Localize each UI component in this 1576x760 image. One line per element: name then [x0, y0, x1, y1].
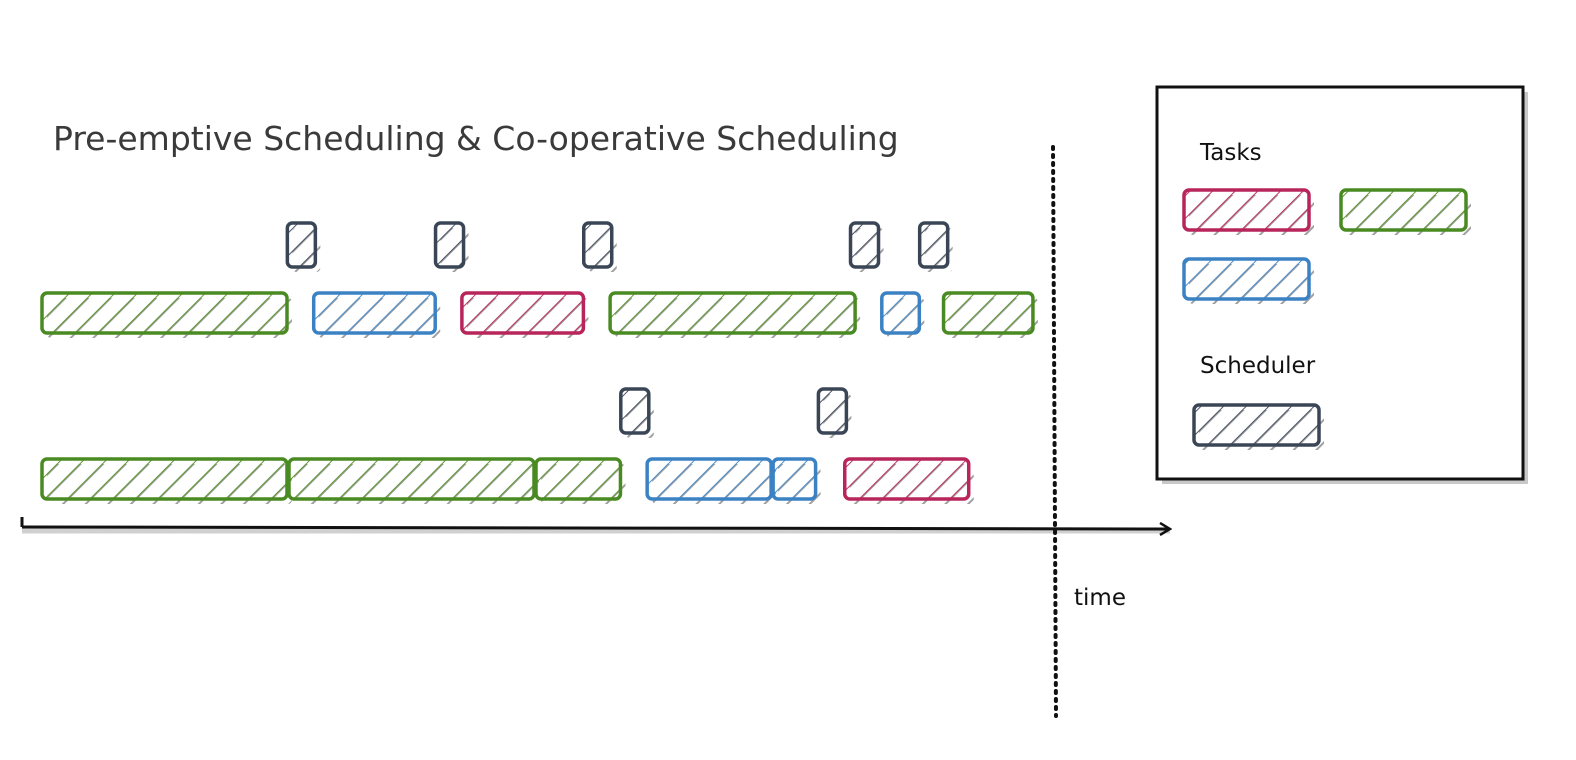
legend-red-task-swatch-body [1182, 188, 1311, 232]
diagram-title: Pre-emptive Scheduling & Co-operative Sc… [53, 119, 899, 158]
green-task-bar-body [534, 457, 623, 501]
green-task-bar-body [40, 457, 289, 501]
scheduler-block-body [285, 221, 318, 269]
green-task-bar [941, 291, 1038, 338]
scheduler-block-body [848, 221, 881, 269]
blue-task-bar-body [880, 291, 922, 335]
scheduler-block [285, 221, 321, 272]
legend-tasks-heading: Tasks [1199, 140, 1262, 166]
scheduler-block-body [582, 221, 614, 269]
scheduler-block [848, 221, 884, 272]
scheduler-block [582, 221, 617, 272]
legend-blue-task-swatch-body [1182, 257, 1311, 301]
legend-scheduler-heading: Scheduler [1200, 353, 1316, 379]
time-axis [20, 517, 1170, 531]
red-task-bar [843, 457, 974, 504]
time-axis-line [21, 527, 1170, 529]
scheduler-block [433, 221, 469, 272]
green-task-bar [608, 291, 861, 338]
scheduler-block-body [619, 387, 651, 435]
legend-green-task-swatch-body [1339, 188, 1468, 232]
blue-task-bar-body [645, 457, 773, 501]
green-task-bar [287, 457, 539, 504]
red-task-bar [460, 291, 589, 338]
scheduler-block [816, 387, 852, 438]
green-task-bar-body [608, 291, 857, 335]
green-task-bar [534, 457, 626, 504]
green-task-bar-body [40, 291, 289, 335]
legend-green-task-swatch [1339, 188, 1471, 235]
blue-task-bar [645, 457, 777, 504]
scheduler-block-body [816, 387, 849, 435]
legend-scheduler-swatch [1192, 403, 1324, 450]
legend-blue-task-swatch [1182, 257, 1314, 304]
time-axis-label: time [1074, 585, 1126, 611]
blue-task-bar [771, 457, 821, 504]
co-operative-row [40, 387, 974, 504]
red-task-bar-body [460, 291, 586, 335]
green-task-bar-body [287, 457, 536, 501]
scheduler-block-body [917, 221, 950, 269]
now-divider [1051, 145, 1058, 718]
scheduler-block [619, 387, 654, 438]
red-task-bar-body [843, 457, 971, 501]
blue-task-bar [311, 291, 441, 338]
green-task-bar [40, 457, 292, 504]
green-task-bar [40, 291, 292, 338]
legend-scheduler-swatch-body [1192, 403, 1321, 447]
blue-task-bar [880, 291, 925, 338]
blue-task-bar-body [771, 457, 818, 501]
scheduler-block [917, 221, 953, 272]
legend-swatches [1182, 188, 1471, 450]
legend-box: Tasks Scheduler [1155, 85, 1528, 484]
legend-red-task-swatch [1182, 188, 1314, 235]
green-task-bar-body [941, 291, 1035, 335]
pre-emptive-row [40, 221, 1038, 338]
scheduler-block-body [433, 221, 466, 269]
blue-task-bar-body [311, 291, 437, 335]
